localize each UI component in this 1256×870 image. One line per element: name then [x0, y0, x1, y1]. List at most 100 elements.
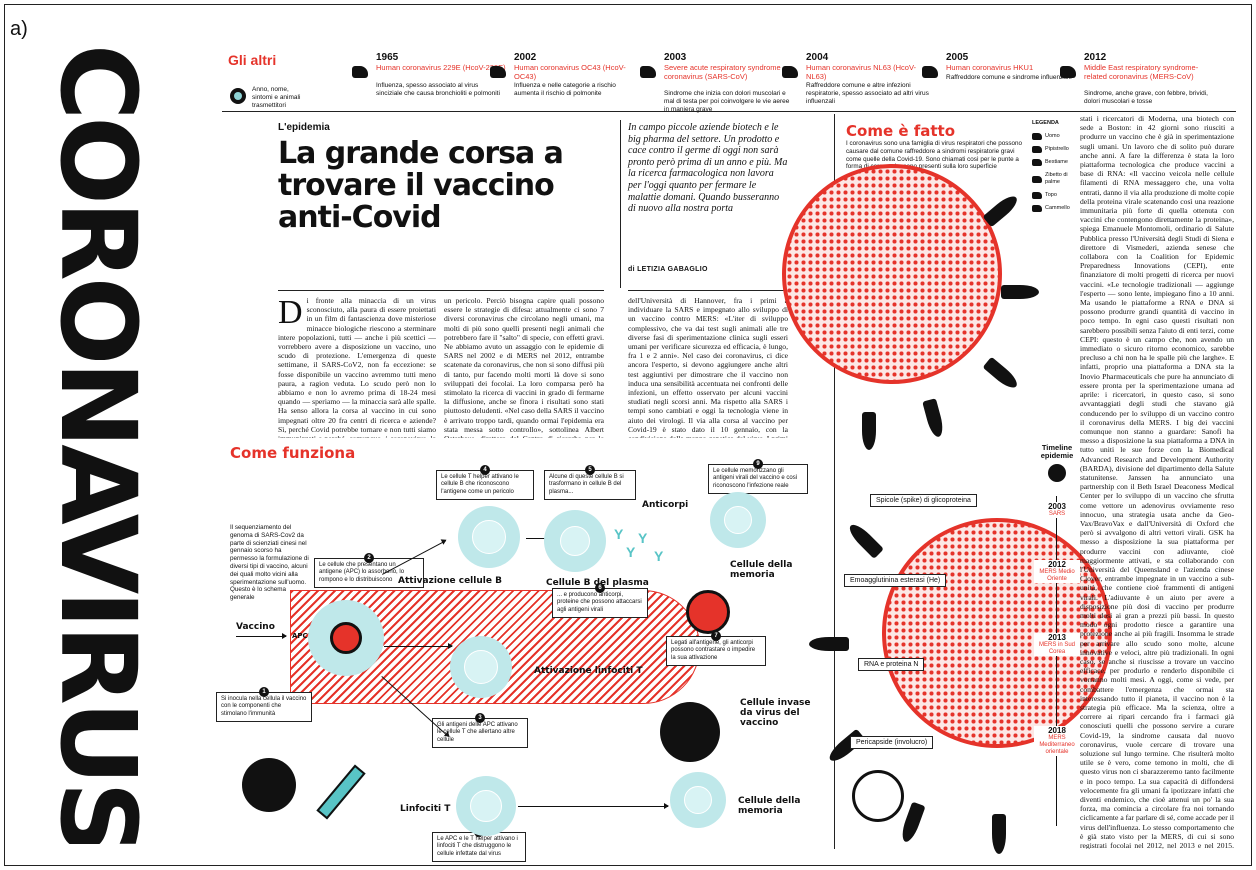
antibody-icon: Y	[638, 530, 648, 546]
article-column-3: dell'Università di Hannover, fra i primi…	[628, 296, 788, 438]
camel-icon	[1032, 205, 1042, 212]
antibody-icon: Y	[626, 544, 636, 560]
spike-icon	[982, 192, 1021, 228]
antibody-icon: Y	[654, 548, 664, 564]
neutralized-virus-icon	[686, 590, 730, 634]
legend-item: Topo	[1032, 192, 1072, 199]
fatto-intro: I coronavirus sono una famiglia di virus…	[846, 140, 1023, 171]
antibody-icon: Y	[614, 526, 624, 542]
article-headline: La grande corsa a trovare il vaccino ant…	[278, 136, 564, 235]
rat-icon	[922, 66, 938, 78]
bat-icon	[782, 66, 798, 78]
human-icon	[1032, 133, 1042, 140]
article-standfirst: In campo piccole aziende biotech e le bi…	[628, 122, 788, 215]
memory-cell	[710, 492, 766, 548]
anticorpi-label: Anticorpi	[642, 500, 689, 510]
article-column-4: stati i ricercatori di Moderna, una biot…	[1080, 114, 1234, 849]
rat-icon	[1032, 192, 1042, 199]
syringe-icon	[316, 764, 366, 820]
legend: LEGENDA Uomo Pipistrello Bestiame Zibett…	[1032, 120, 1072, 212]
civet-icon	[640, 66, 656, 78]
legend-item: Zibetto di palme	[1032, 172, 1072, 186]
apc-cell	[308, 600, 384, 676]
step-callout: 8Le APC e le T helper attivano i linfoci…	[432, 827, 526, 863]
memoria-label: Cellule della memoria	[738, 796, 801, 816]
cattle-icon	[1032, 159, 1042, 166]
invase-label: Cellule invase da virus del vaccino	[740, 698, 811, 728]
virus-icon	[230, 88, 246, 104]
spike-icon	[845, 520, 884, 559]
divider	[834, 114, 835, 849]
spike-icon	[862, 412, 876, 450]
virus-icon	[330, 622, 362, 654]
page-frame	[4, 4, 1252, 866]
legend-item: Bestiame	[1032, 159, 1072, 166]
legend-item: Uomo	[1032, 133, 1072, 140]
b-cell	[458, 506, 520, 568]
divider	[620, 120, 621, 288]
apc-label: APC	[292, 632, 308, 640]
legend-item: Pipistrello	[1032, 146, 1072, 153]
label-rna: RNA e proteina N	[858, 658, 925, 671]
arrow	[518, 803, 669, 809]
memoria-label: Cellule della memoria	[730, 560, 793, 580]
spike-icon	[982, 356, 1021, 392]
spike-icon	[898, 801, 926, 844]
altri-title: Gli altri	[228, 52, 277, 68]
step-callout: 6... e producono anticorpi, proteine che…	[552, 583, 648, 619]
virus-illustration	[242, 758, 296, 812]
cattle-icon	[490, 66, 506, 78]
spike-icon	[1001, 285, 1039, 299]
divider	[628, 290, 788, 291]
funziona-intro: Il sequenziamento del genoma di SARS-Cov…	[230, 524, 309, 602]
t-lymphocyte	[456, 776, 516, 836]
linfociti-label: Linfociti T	[400, 804, 451, 814]
bat-icon	[1032, 146, 1042, 153]
altri-legend: Anno, nome, sintomi e animali trasmettit…	[252, 86, 301, 109]
funziona-title: Come funziona	[230, 444, 356, 462]
label-he: Emoagglutinina esterasi (He)	[844, 574, 947, 587]
civet-icon	[1032, 175, 1042, 183]
bat-icon	[352, 66, 368, 78]
label-pericapside: Pericapside (involucro)	[850, 736, 934, 749]
cell-b-label: Cellule B del plasma	[546, 578, 649, 588]
article-byline: di LETIZIA GABAGLIO	[628, 266, 708, 273]
plasma-cell	[544, 510, 606, 572]
att-b-label: Attivazione cellule B	[398, 576, 502, 586]
memory-cell	[670, 772, 726, 828]
vertical-title: CORONAVIRUS	[46, 44, 156, 844]
article-kicker: L'epidemia	[278, 122, 330, 133]
camel-icon	[1060, 66, 1076, 78]
label-spike: Spicole (spike) di glicoproteina	[870, 494, 977, 507]
coronavirus-illustration	[782, 164, 1002, 384]
att-t-label: Attivazione linfociti T	[534, 666, 643, 676]
come-funziona-infographic: Come funziona Il sequenziamento del geno…	[216, 440, 812, 863]
timeline-title: Timeline epidemie	[1040, 443, 1074, 460]
spike-icon	[922, 398, 946, 439]
vaccino-label: Vaccino	[236, 622, 275, 632]
arrow	[384, 643, 453, 649]
panel-label: a)	[10, 18, 28, 40]
fatto-title: Come è fatto	[846, 122, 956, 140]
t-cell	[450, 636, 512, 698]
timeline-axis	[1056, 496, 1057, 826]
infected-cell	[660, 702, 720, 762]
virus-icon	[1048, 464, 1066, 482]
spike-icon	[992, 814, 1006, 854]
article-column-2: un pericolo. Perciò bisogna capire quali…	[444, 296, 604, 438]
divider	[278, 290, 604, 291]
drop-cap: D	[278, 296, 303, 331]
gli-altri-strip: Gli altri Anno, nome, sintomi e animali …	[222, 44, 1236, 113]
